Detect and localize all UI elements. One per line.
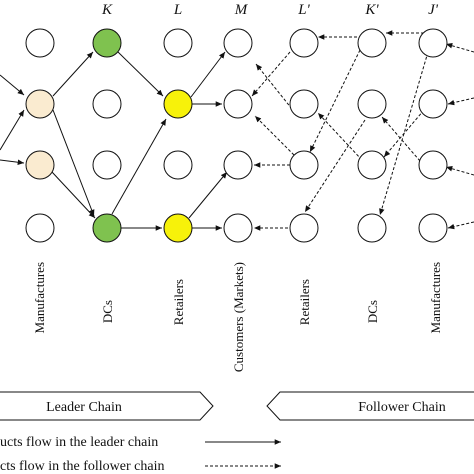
follower-banner-label: Follower Chain [358,400,446,415]
node-retailers-2 [163,89,193,119]
header-customers: M [234,2,249,18]
label-follower-manufactures: Manufactures [428,262,443,333]
edge-fmfr2-to-fdc3 [383,109,425,158]
node-follower_retailers-4 [289,213,319,243]
edge-source-to-fmfr1 [445,43,474,53]
legend: ucts flow in the leader chain cts flow i… [0,435,281,474]
edge-fdc2-to-fret4 [304,119,366,213]
node-follower_manufactures-3 [418,150,448,180]
node-follower_manufactures-1 [418,28,448,58]
edge-fret2-to-cust1 [255,63,293,110]
edge-mfr2-to-dc1 [52,51,94,97]
node-follower_dcs-3 [357,150,387,180]
edge-supplier2-to-mfr2 [0,109,25,151]
node-customers-2 [223,89,253,119]
label-manufactures: Manufactures [32,262,47,333]
header-dcs: K [101,2,113,18]
edge-mfr3-to-dc4 [51,171,96,219]
edge-fmfr3-to-fdc2 [381,116,421,162]
header-retailers: L [173,2,182,18]
label-dcs: DCs [100,300,115,323]
edge-mfr2-to-dc4 [52,109,95,217]
label-customers: Customers (Markets) [231,262,246,372]
node-follower_dcs-1 [357,28,387,58]
node-follower_manufactures-4 [418,213,448,243]
edge-fret3-to-cust2 [254,115,295,156]
header-follower-retailers: L' [297,2,310,18]
node-manufactures-1 [25,28,55,58]
node-dcs-1 [92,28,122,58]
leader-banner-shape [0,391,214,421]
leader-chain-banner: Leader Chain [0,391,214,421]
edge-supplier2-to-mfr3 [0,159,25,165]
edge-fret1-to-cust2 [251,51,291,97]
node-manufactures-3 [25,150,55,180]
node-retailers-4 [163,213,193,243]
edge-dc4-to-ret2 [111,118,167,215]
follower-banner-shape [266,391,474,421]
node-follower_retailers-1 [289,28,319,58]
node-follower_dcs-2 [357,89,387,119]
edge-supplier-to-mfr2 [0,74,25,96]
edge-fmfr1-to-fdc4 [379,51,429,216]
label-follower-retailers: Retailers [297,279,312,325]
label-retailers: Retailers [171,279,186,325]
node-follower_dcs-4 [357,213,387,243]
node-manufactures-4 [25,213,55,243]
node-follower_retailers-3 [289,150,319,180]
column-labels: Manufactures DCs Retailers Customers (Ma… [32,262,443,372]
node-dcs-4 [92,213,122,243]
header-follower-dcs: K' [364,2,379,18]
node-retailers-3 [163,150,193,180]
follower-chain-banner: Follower Chain [266,391,474,421]
node-follower_manufactures-2 [418,89,448,119]
edge-fdc3-to-fret2 [317,112,363,161]
header-follower-manufactures: J' [428,2,439,18]
edge-source-to-fmfr3 [445,166,474,176]
node-customers-4 [223,213,253,243]
legend-follower-text: cts flow in the follower chain [0,459,164,474]
node-retailers-1 [163,28,193,58]
node-dcs-3 [92,150,122,180]
nodes [25,28,448,243]
edge-source-to-fmfr2 [447,97,474,106]
node-follower_retailers-2 [289,89,319,119]
node-customers-3 [223,150,253,180]
edge-source-to-fmfr4 [447,221,474,230]
node-customers-1 [223,28,253,58]
legend-leader-text: ucts flow in the leader chain [0,435,158,450]
leader-banner-label: Leader Chain [46,400,122,415]
node-manufactures-2 [25,89,55,119]
column-headers: K L M L' K' J' [101,2,439,18]
node-dcs-2 [92,89,122,119]
edge-fdc1-to-fret3 [309,49,361,153]
edge-ret4-to-cust3 [188,171,228,219]
edge-dc1-to-ret2 [117,51,164,97]
label-follower-dcs: DCs [365,300,380,323]
edges [0,30,474,231]
edge-ret2-to-cust1 [190,51,226,98]
